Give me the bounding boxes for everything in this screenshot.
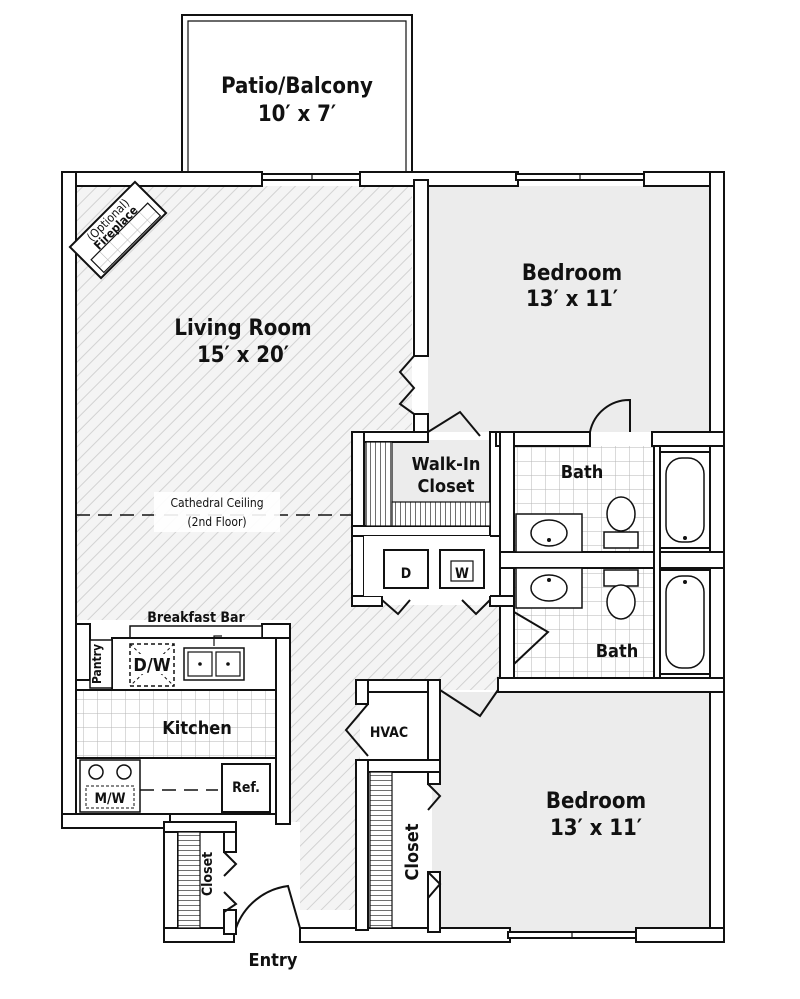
kitchen-name: Kitchen	[162, 718, 232, 739]
sink-icon	[530, 519, 568, 547]
refrigerator-label: Ref.	[232, 780, 260, 796]
walk-in-closet-label-2: Closet	[418, 476, 475, 497]
interior-walls	[75, 179, 725, 935]
walk-in-closet: Walk-In Closet	[365, 410, 491, 527]
washer-label: W	[455, 566, 469, 582]
burner-icon	[88, 764, 104, 780]
entry-label: Entry	[249, 950, 298, 971]
living-room: Living Room 15′ x 20′ Cathedral Ceiling …	[76, 316, 352, 532]
refrigerator	[221, 763, 271, 813]
kitchen: Breakfast Bar D/W Pantry Kitchen M/W Ref…	[75, 610, 277, 815]
bath-1: Bath	[515, 451, 711, 553]
pantry-label: Pantry	[90, 644, 104, 684]
bath-2-name: Bath	[596, 641, 639, 662]
burner-icon	[116, 764, 132, 780]
bedroom-2-name: Bedroom	[546, 789, 646, 814]
closet-2-label: Closet	[402, 823, 423, 880]
bedroom-1-size: 13′ x 11′	[526, 287, 618, 312]
hvac: HVAC	[344, 703, 408, 757]
patio-size: 10′ x 7′	[258, 102, 336, 127]
bathtub-icon	[665, 575, 705, 669]
bedroom-2-size: 13′ x 11′	[550, 816, 642, 841]
hvac-label: HVAC	[370, 725, 408, 741]
patio: Patio/Balcony 10′ x 7′	[181, 14, 413, 172]
toilet-icon	[606, 496, 636, 532]
bedroom-1-name: Bedroom	[522, 261, 622, 286]
bedroom-2: Bedroom 13′ x 11′	[546, 789, 646, 841]
microwave-label: M/W	[94, 791, 125, 807]
hvac-door[interactable]	[344, 703, 369, 757]
laundry-door-left[interactable]	[381, 599, 411, 616]
bath-2-door[interactable]	[513, 611, 550, 665]
closet-1-label: Closet	[200, 852, 216, 896]
closet-1-door-top[interactable]	[223, 851, 238, 877]
dryer	[383, 549, 429, 589]
dishwasher-label: D/W	[133, 655, 170, 676]
sink-icon	[530, 574, 568, 602]
living-room-name: Living Room	[174, 316, 311, 341]
closet-1: Closet	[177, 831, 238, 929]
bedroom-1-door[interactable]	[398, 355, 416, 415]
walk-in-closet-door[interactable]	[427, 410, 481, 437]
bath-1-name: Bath	[561, 462, 604, 483]
bathtub-icon	[665, 457, 705, 543]
closet-1-door-bottom[interactable]	[223, 891, 238, 913]
living-room-size: 15′ x 20′	[197, 343, 289, 368]
bedroom-1: Bedroom 13′ x 11′	[398, 261, 631, 433]
laundry-door-right[interactable]	[461, 599, 491, 616]
cathedral-ceiling-note: (2nd Floor)	[187, 515, 246, 529]
bath-2: Bath	[513, 567, 711, 675]
cathedral-ceiling-label: Cathedral Ceiling	[170, 496, 263, 510]
hall-door[interactable]	[439, 689, 499, 718]
entry-door[interactable]: Entry	[235, 884, 301, 971]
floor-fills	[76, 20, 710, 934]
walk-in-closet-label: Walk-In	[412, 454, 481, 475]
closet-2-door-top[interactable]	[427, 783, 442, 811]
dryer-label: D	[401, 566, 411, 582]
breakfast-bar-label: Breakfast Bar	[147, 610, 245, 626]
closet-2: Closet	[369, 771, 442, 929]
patio-name: Patio/Balcony	[221, 74, 373, 99]
toilet-icon	[606, 584, 636, 620]
closet-2-door-bottom[interactable]	[427, 871, 442, 899]
laundry: D W	[364, 536, 491, 616]
